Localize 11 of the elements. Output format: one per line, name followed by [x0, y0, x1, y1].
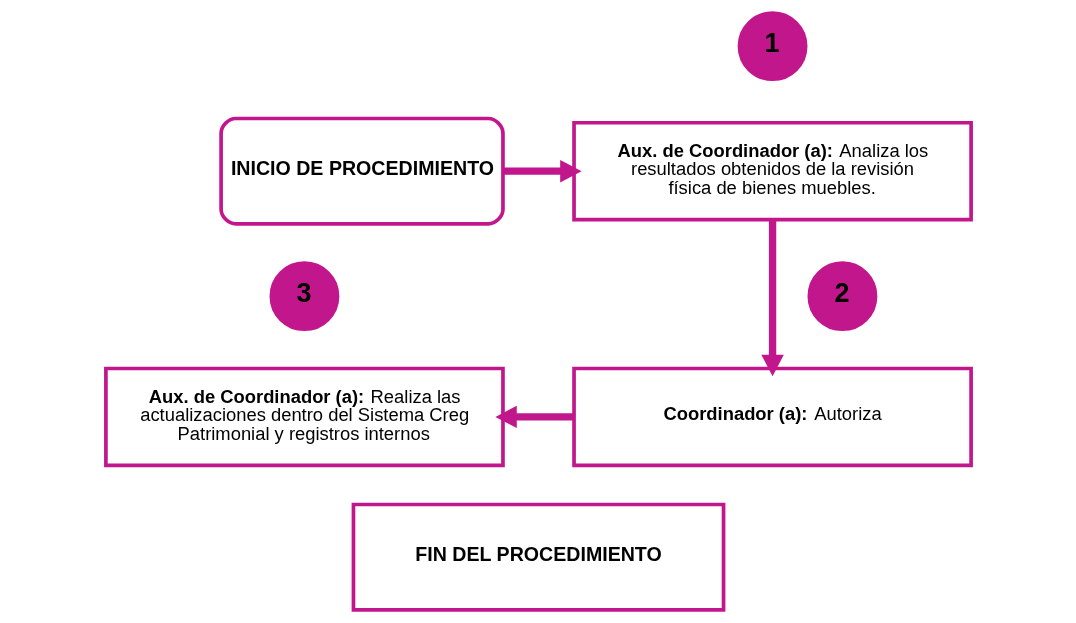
arrow [502, 159, 582, 183]
node-box: Coordinador (a): Autoriza [571, 366, 973, 468]
node-box: FIN DEL PROCEDIMIENTO [351, 502, 725, 612]
node-circle: 2 [807, 261, 877, 332]
arrow [494, 405, 574, 429]
node-box: Aux. de Coordinador (a): Analiza los resultados obtenidos de la revisión física de bienes muebles. [571, 120, 973, 222]
arrow [760, 219, 784, 377]
node-circle: 3 [269, 261, 339, 332]
node-box: Aux. de Coordinador (a): Realiza las actualizaciones dentro del Sistema Creg Patrimonial y registros internos [103, 366, 505, 468]
node-circle: 1 [737, 11, 807, 82]
node-box: INICIO DE PROCEDIMIENTO [218, 116, 505, 226]
